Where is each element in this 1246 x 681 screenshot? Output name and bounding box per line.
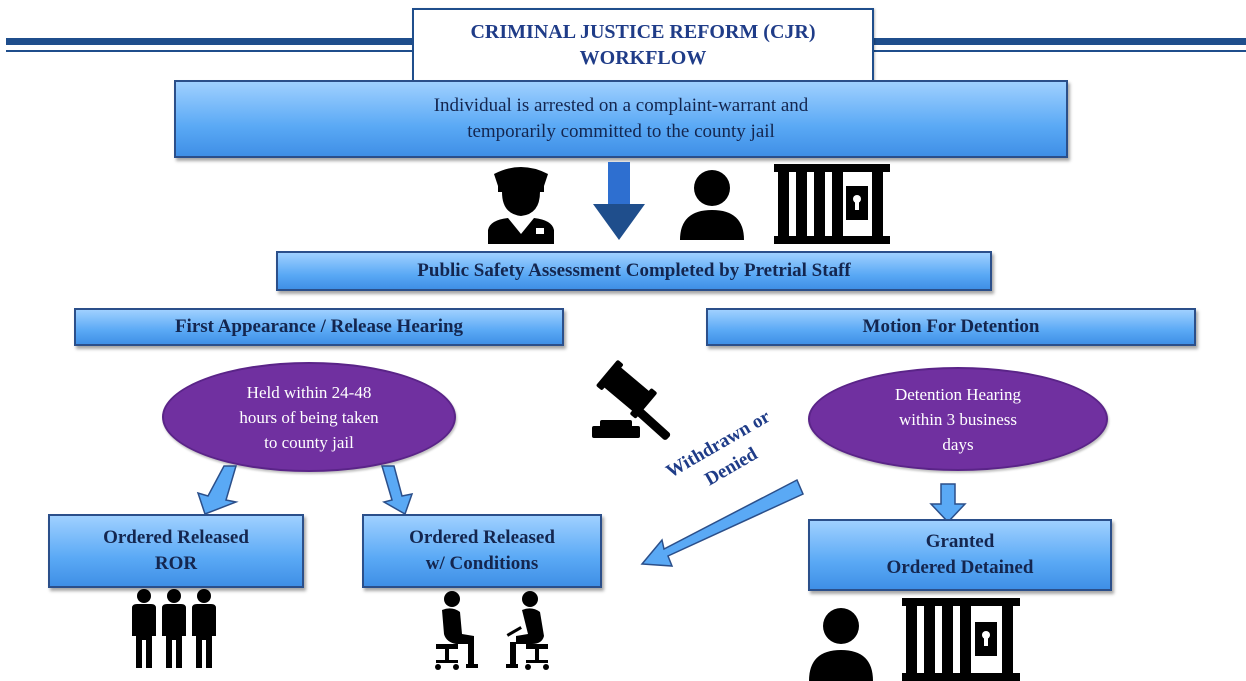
ror-box-line1: Ordered Released bbox=[103, 527, 249, 548]
right-oval-line2: within 3 business bbox=[898, 409, 1018, 429]
first-appearance-label: First Appearance / Release Hearing bbox=[174, 316, 464, 337]
gavel-icon bbox=[592, 360, 671, 440]
first-appearance-oval: Held within 24-48 hours of being taken t… bbox=[162, 362, 456, 472]
conditions-box-line2: w/ Conditions bbox=[425, 553, 539, 574]
granted-ordered-detained-box: Granted Ordered Detained bbox=[808, 519, 1112, 591]
motion-for-detention-label: Motion For Detention bbox=[862, 316, 1040, 337]
diagram-title-line1: CRIMINAL JUSTICE REFORM (CJR) bbox=[470, 21, 816, 43]
ordered-released-ror-box: Ordered Released ROR bbox=[48, 514, 304, 588]
group-of-people-icon bbox=[132, 589, 216, 668]
person-icon bbox=[680, 170, 744, 240]
detained-person-icon bbox=[809, 608, 873, 681]
diagram-title-line2: WORKFLOW bbox=[579, 47, 707, 69]
granted-box-line2: Ordered Detained bbox=[886, 557, 1034, 578]
seated-person-icon bbox=[435, 591, 478, 670]
left-oval-line3: to county jail bbox=[264, 432, 354, 452]
arrest-box: Individual is arrested on a complaint-wa… bbox=[174, 80, 1068, 158]
seated-person-writing-icon bbox=[506, 591, 549, 670]
left-oval-line2: hours of being taken bbox=[239, 407, 379, 427]
conditions-box-line1: Ordered Released bbox=[409, 527, 555, 548]
ror-box-line2: ROR bbox=[154, 553, 198, 574]
first-appearance-box: First Appearance / Release Hearing bbox=[74, 308, 564, 346]
detention-jail-bars-icon bbox=[902, 598, 1020, 681]
motion-for-detention-box: Motion For Detention bbox=[706, 308, 1196, 346]
psa-box: Public Safety Assessment Completed by Pr… bbox=[276, 251, 992, 291]
police-officer-icon bbox=[488, 167, 554, 244]
jail-bars-icon bbox=[774, 164, 890, 244]
detention-hearing-oval: Detention Hearing within 3 business days bbox=[808, 367, 1108, 471]
left-oval-line1: Held within 24-48 bbox=[246, 382, 372, 402]
down-arrow-icon bbox=[593, 162, 645, 240]
ordered-released-conditions-box: Ordered Released w/ Conditions bbox=[362, 514, 602, 588]
arrest-box-line2: temporarily committed to the county jail bbox=[467, 121, 775, 142]
arrest-box-line1: Individual is arrested on a complaint-wa… bbox=[433, 95, 809, 116]
right-oval-line1: Detention Hearing bbox=[894, 384, 1022, 404]
granted-box-line1: Granted bbox=[925, 531, 995, 552]
right-oval-line3: days bbox=[942, 434, 974, 454]
psa-box-label: Public Safety Assessment Completed by Pr… bbox=[417, 260, 851, 281]
